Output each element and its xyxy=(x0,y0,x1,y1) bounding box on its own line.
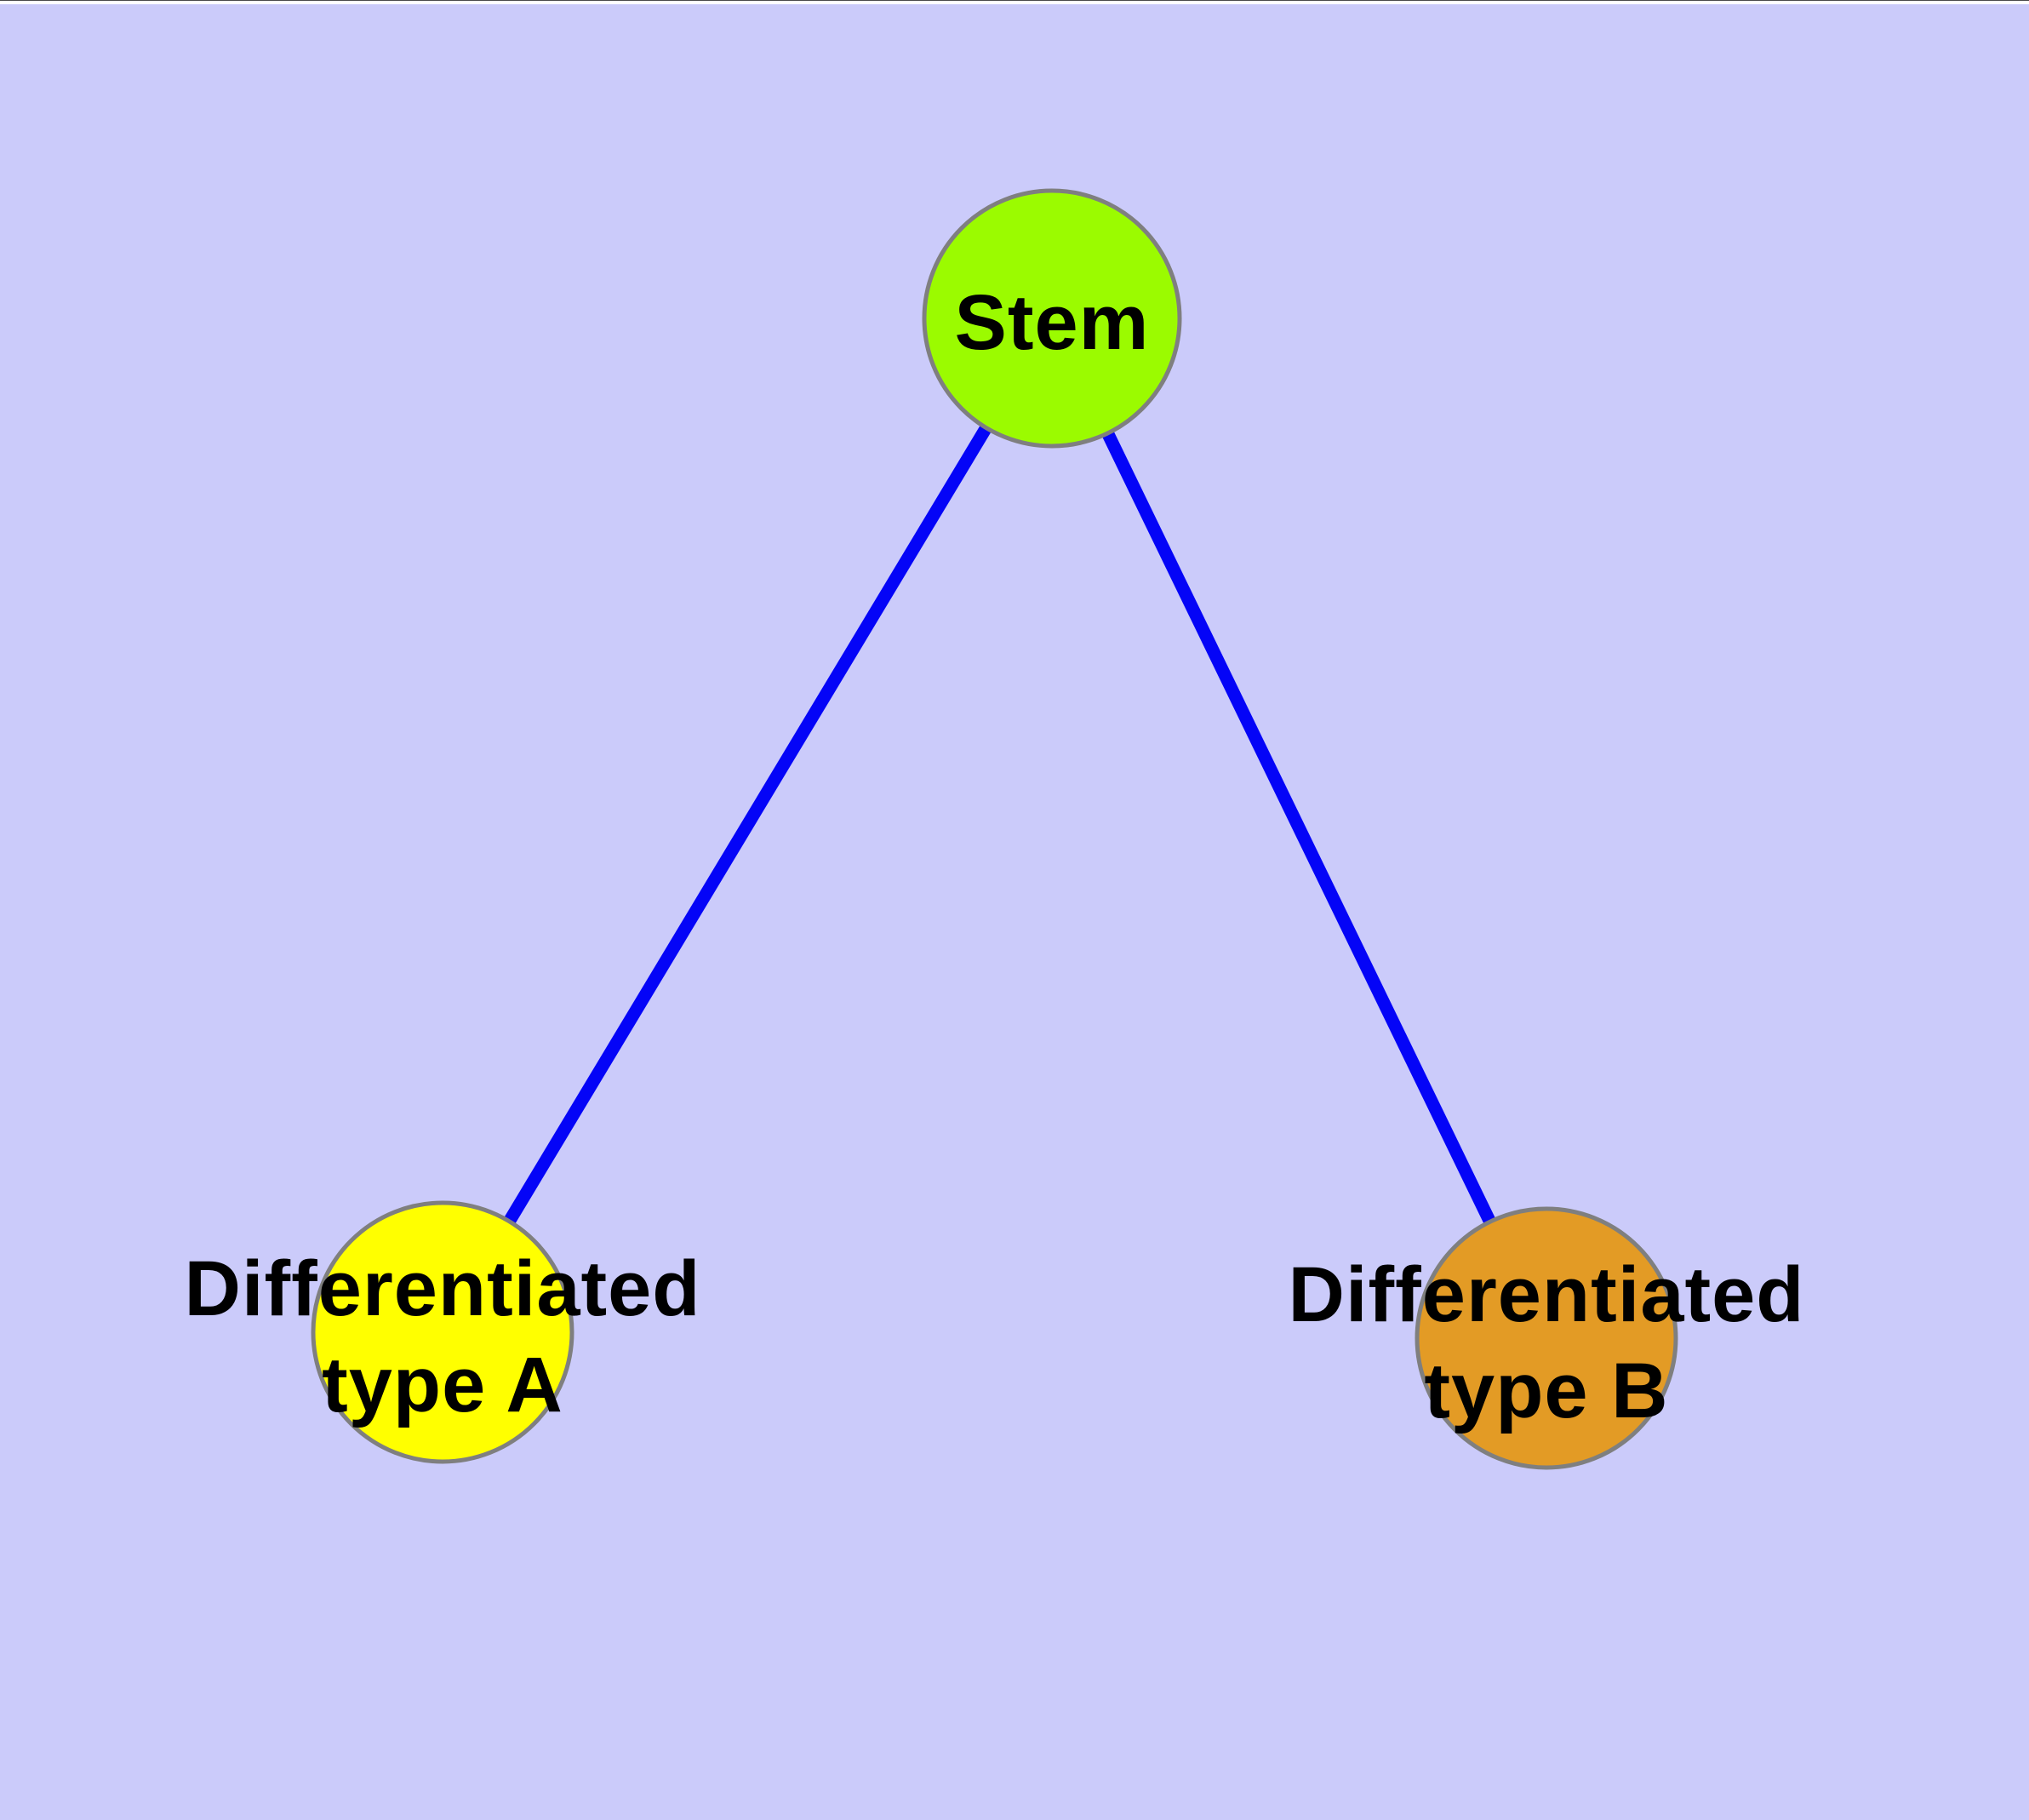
edge-stem-to-type-a xyxy=(437,315,1058,1336)
window-top-edge-line xyxy=(0,0,2029,1)
node-type-b-label-line2: type B xyxy=(1424,1348,1668,1434)
node-type-b-label-line1: Differentiated xyxy=(1289,1251,1805,1338)
node-differentiated-type-b xyxy=(1415,1206,1678,1470)
node-differentiated-type-a xyxy=(311,1200,574,1464)
node-type-a-label-line2: type A xyxy=(322,1342,563,1428)
node-stem xyxy=(922,188,1182,449)
node-type-a-label-line1: Differentiated xyxy=(185,1245,701,1332)
node-stem-label: Stem xyxy=(955,279,1150,366)
edge-stem-to-type-b xyxy=(1046,315,1552,1342)
window-top-edge-strip xyxy=(0,1,2029,4)
